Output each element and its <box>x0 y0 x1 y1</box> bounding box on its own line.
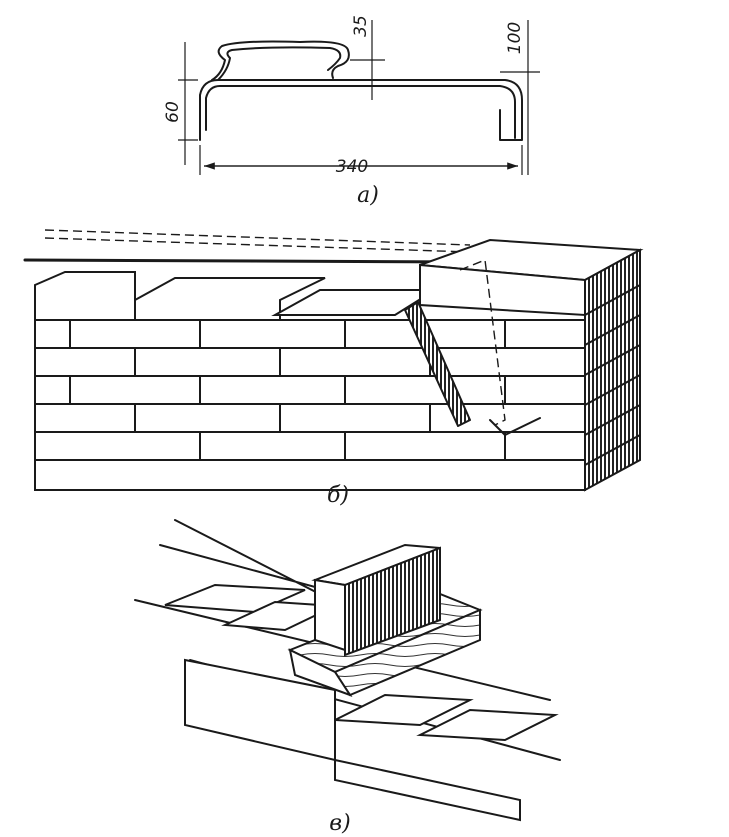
course-4 <box>34 403 586 433</box>
top-brick-2 <box>134 277 326 326</box>
clamp-hook <box>489 417 541 436</box>
upright-brick-face <box>344 546 441 657</box>
wall-courses <box>34 319 586 461</box>
course-1 <box>34 319 586 349</box>
clamp-plate-inner <box>205 85 516 139</box>
course-2 <box>34 347 586 377</box>
figure-b-wall-with-clamp: б) <box>23 229 644 508</box>
clamp-top-loop <box>211 40 350 81</box>
caption-c: в) <box>329 811 350 836</box>
dim-label-340: 340 <box>336 157 368 177</box>
clamp-plate-outer <box>199 79 523 141</box>
dim-label-35: 35 <box>351 15 371 37</box>
wood-block-end <box>288 648 353 697</box>
upright-brick-end <box>314 578 346 652</box>
figure-c-brick-on-block: в) <box>134 519 561 836</box>
wall-base <box>34 459 586 491</box>
corner-end-joints <box>584 284 641 466</box>
top-brick-1 <box>34 271 136 321</box>
cord-dashed-upper <box>44 229 471 246</box>
cord-line <box>23 258 472 264</box>
course-5 <box>34 431 586 461</box>
c-wall-front-2 <box>334 758 521 822</box>
caption-a: а) <box>357 183 379 208</box>
course-3 <box>34 375 586 405</box>
dim-label-60: 60 <box>163 101 183 123</box>
c-brick-top-4 <box>416 708 559 742</box>
corner-end-face <box>584 248 641 492</box>
caption-b: б) <box>327 483 349 508</box>
dim-label-100: 100 <box>505 22 525 54</box>
c-brick-top-3 <box>331 693 474 727</box>
cord-dashed-lower <box>44 237 471 253</box>
clamp-bar <box>404 301 471 427</box>
vertical-joints <box>69 319 506 461</box>
figure-a-clamp-profile: 340 60 35 100 а) <box>163 15 540 208</box>
clamp-top-loop-inner <box>217 46 342 81</box>
